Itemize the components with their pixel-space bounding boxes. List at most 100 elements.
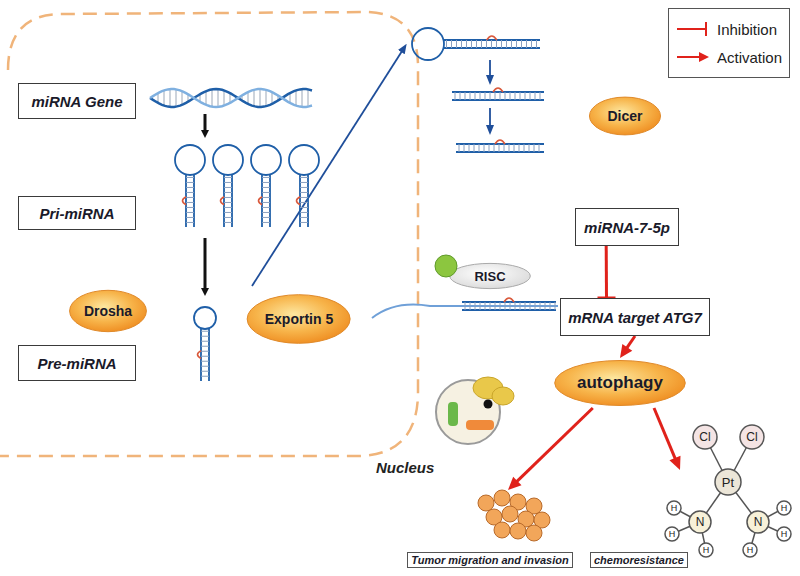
rna-bulge [487,36,497,40]
node-text: miRNA Gene [31,93,122,110]
rna-rung [531,40,532,48]
rna-rung [201,346,209,347]
connector-line [516,408,593,482]
rna-rung [186,202,194,203]
rna-strand [462,309,556,311]
rna-rung [451,40,452,48]
rna-rung [470,302,471,310]
rna-rung [262,197,270,198]
atom-label: H [781,530,788,539]
rna-rung [262,217,270,218]
protein-ball [435,255,457,277]
rna-rung [540,92,541,100]
rna-rung [475,92,476,100]
rna-rung [300,197,308,198]
rna-rung [511,40,512,48]
rna-rung [201,371,209,372]
rna-rung [495,92,496,100]
process-arrow [489,108,491,130]
rna-rung [300,202,308,203]
rna-rung [534,144,535,152]
rna-rung [481,40,482,48]
rna-rung [300,187,308,188]
legend-text: Inhibition [717,21,777,38]
rna-rung [262,177,270,178]
rna-strand [462,301,556,303]
atom-label: H [781,504,788,513]
legend-line [677,56,701,58]
dna-rung [164,90,165,105]
drawn-part [665,527,679,541]
drawn-part [448,402,458,426]
rna-rung [501,40,502,48]
rna-rung [460,92,461,100]
rna-rung [224,222,232,223]
rna-rung [465,302,466,310]
rna-rung [186,182,194,183]
process-box: Pri-miRNA [18,196,136,230]
hairpin-loop [213,145,243,175]
rna-rung [201,366,209,367]
tumor-cell [494,522,510,538]
drawn-part [466,420,494,430]
rna-rung [262,207,270,208]
dna-rung [308,89,309,106]
dna-rung [266,90,267,106]
rna-rung [505,92,506,100]
rna-rung [490,302,491,310]
drawn-part [492,387,514,405]
rna-rung [224,217,232,218]
dna-rung [224,90,225,105]
rna-rung [535,92,536,100]
node-text: miRNA-7-5p [584,219,670,236]
arrow-head [620,344,632,358]
rna-rung [186,207,194,208]
tumor-cells [478,490,550,541]
legend-head [699,52,709,62]
rna-rung [186,212,194,213]
rna-rung [504,144,505,152]
dna-rung [254,90,255,106]
rna-bulge [495,140,505,144]
rna-rung [539,144,540,152]
node-text: autophagy [577,373,663,393]
rna-rung [515,92,516,100]
protein-ball [434,254,458,278]
rna-rung [519,144,520,152]
rna-rung [506,40,507,48]
process-arrow [204,114,207,134]
rna-rung [201,376,209,377]
process-box: miRNA-7-5p [575,208,679,246]
rna-bulge [493,88,503,92]
rna-rung [201,351,209,352]
tumor-cell [478,495,494,511]
drawn-part [777,527,791,541]
rna-rung [262,192,270,193]
rna-rung [201,361,209,362]
connector-line [605,246,608,298]
process-box: Pre-miRNA [18,345,136,381]
dna-rung [182,91,183,105]
rna-rung [224,182,232,183]
enzyme-ellipse: Drosha [68,288,148,334]
dna-rung [212,89,213,106]
rna-rung [530,92,531,100]
atom-label: Cl [746,431,757,443]
ellipse-fill [589,97,660,135]
ellipse-fill [450,263,531,288]
rna-rung [489,144,490,152]
hairpin-loop [251,145,281,175]
rna-rung [224,212,232,213]
legend-row: Inhibition [675,15,783,43]
rna-rung [201,341,209,342]
atom-label: H [747,546,754,555]
rna-rung [484,144,485,152]
node-text: chemoresistance [590,552,688,568]
atom-label: N [696,516,705,528]
tumor-cell [510,523,526,539]
connector [508,408,593,490]
rna-rung [262,182,270,183]
drawn-part [484,400,493,409]
legend-text: Activation [717,49,782,66]
rna-rung [224,207,232,208]
